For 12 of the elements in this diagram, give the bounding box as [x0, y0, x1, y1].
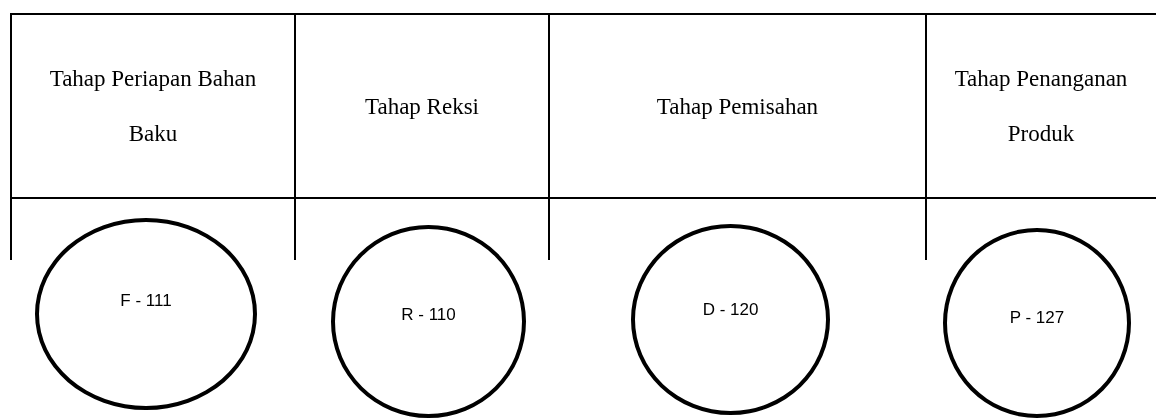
equipment-code: D - 120: [702, 299, 759, 320]
equipment-circle: [943, 228, 1131, 418]
column-heading: Tahap Penanganan Produk: [953, 65, 1129, 148]
equipment-circle: [331, 225, 526, 418]
equipment-circle: [35, 218, 257, 410]
equipment-circle: [631, 224, 830, 415]
column-heading: Tahap Periapan Bahan Baku: [48, 65, 258, 148]
equipment-code: F - 111: [120, 291, 172, 311]
column-heading: Tahap Reksi: [365, 92, 479, 121]
column-heading: Tahap Pemisahan: [656, 92, 819, 121]
equipment-code: P - 127: [1009, 308, 1065, 328]
equipment-code: R - 110: [401, 304, 456, 325]
